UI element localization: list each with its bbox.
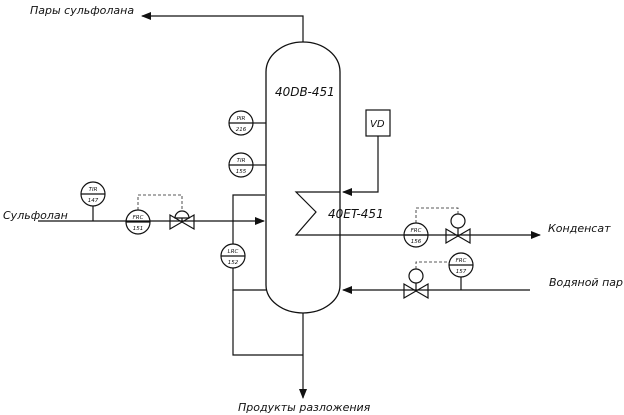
svg-text:147: 147	[88, 198, 99, 204]
reboiler-symbol	[294, 191, 340, 236]
svg-text:FRC: FRC	[133, 215, 144, 221]
reboiler-label: 40ET-451	[328, 207, 384, 221]
instrument-lrc-152: LRC 152	[220, 243, 246, 269]
condensate-label: Конденсат	[548, 222, 611, 235]
svg-text:TIR: TIR	[237, 158, 246, 164]
svg-text:LRC: LRC	[228, 249, 239, 255]
instrument-frc-157: FRC 157	[448, 252, 474, 278]
condensate-control-valve	[445, 213, 471, 245]
vd-label: VD	[370, 119, 385, 130]
svg-text:152: 152	[228, 260, 239, 266]
feed-label: Сульфолан	[3, 209, 68, 222]
svg-text:151: 151	[133, 226, 144, 232]
bottoms-loop	[232, 290, 303, 356]
top-vapor-label: Пары сульфолана	[30, 4, 134, 17]
top-vapor-line	[141, 12, 304, 42]
steam-control-valve	[403, 268, 429, 300]
svg-text:FRC: FRC	[411, 228, 422, 234]
frc-156-signal	[415, 207, 459, 223]
svg-text:157: 157	[456, 269, 467, 275]
feed-branch-up	[232, 194, 265, 221]
instrument-frc-151: FRC 151	[125, 209, 151, 235]
svg-text:TIR: TIR	[89, 187, 98, 193]
column-label: 40DB-451	[275, 85, 335, 99]
instrument-tir-147: TIR 147	[80, 181, 106, 207]
frc-151-signal	[137, 194, 183, 211]
bottoms-label: Продукты разложения	[238, 401, 371, 414]
svg-text:156: 156	[411, 239, 422, 245]
instrument-frc-156: FRC 156	[403, 222, 429, 248]
vd-line	[342, 136, 379, 196]
svg-text:216: 216	[236, 127, 247, 133]
svg-text:PIR: PIR	[237, 116, 246, 122]
instrument-tir-155: TIR 155	[228, 152, 254, 178]
svg-text:FRC: FRC	[456, 258, 467, 264]
lrc-152-low-line	[232, 268, 266, 291]
column-body	[265, 41, 341, 314]
instrument-pir-216: PIR 216	[228, 110, 254, 136]
feed-control-valve	[169, 210, 195, 231]
steam-label: Водяной пар	[549, 276, 623, 289]
svg-text:155: 155	[236, 169, 247, 175]
frc-157-signal	[415, 261, 448, 269]
